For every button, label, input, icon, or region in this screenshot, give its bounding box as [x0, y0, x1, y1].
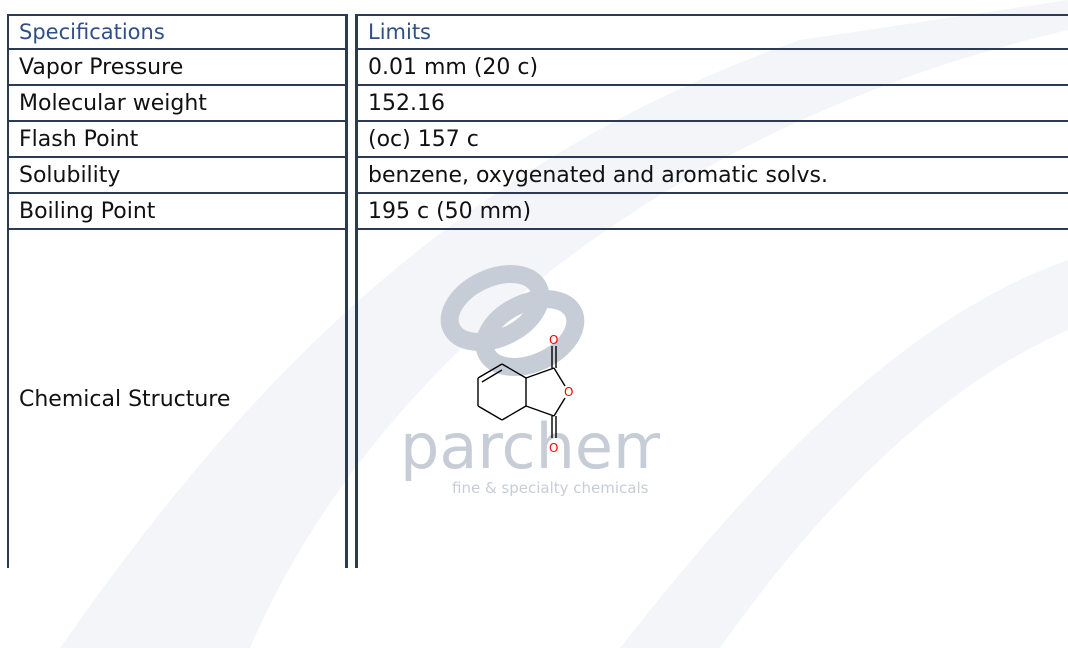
limit-cell: benzene, oxygenated and aromatic solvs. — [357, 158, 1068, 194]
spec-cell: Boiling Point — [7, 194, 346, 230]
spec-cell: Flash Point — [7, 122, 346, 158]
limit-cell: 195 c (50 mm) — [357, 194, 1068, 230]
table-header-row: Specifications Limits — [7, 14, 1068, 50]
table-row: Boiling Point 195 c (50 mm) — [7, 194, 1068, 230]
limit-cell: (oc) 157 c — [357, 122, 1068, 158]
spec-cell: Solubility — [7, 158, 346, 194]
spec-cell: Chemical Structure — [7, 230, 346, 568]
header-limits: Limits — [357, 14, 1068, 50]
table-row: Solubility benzene, oxygenated and aroma… — [7, 158, 1068, 194]
limit-cell: 152.16 — [357, 86, 1068, 122]
structure-row: Chemical Structure parchem fine & specia… — [7, 230, 1068, 568]
molecule-drawing: O O O — [477, 333, 573, 455]
parchem-watermark-logo: parchem fine & specialty chemicals — [400, 265, 660, 497]
oxygen-label-top: O — [549, 333, 558, 347]
chemical-structure-area: parchem fine & specialty chemicals — [358, 230, 1068, 568]
table-row: Flash Point (oc) 157 c — [7, 122, 1068, 158]
table-row: Molecular weight 152.16 — [7, 86, 1068, 122]
oxygen-label-ring: O — [564, 385, 573, 399]
spec-cell: Molecular weight — [7, 86, 346, 122]
spec-cell: Vapor Pressure — [7, 50, 346, 86]
structure-cell: parchem fine & specialty chemicals — [357, 230, 1068, 568]
oxygen-label-bottom: O — [549, 441, 558, 455]
limit-cell: 0.01 mm (20 c) — [357, 50, 1068, 86]
header-specifications: Specifications — [7, 14, 346, 50]
watermark-brand: parchem — [400, 410, 660, 483]
table-row: Vapor Pressure 0.01 mm (20 c) — [7, 50, 1068, 86]
watermark-tagline: fine & specialty chemicals — [452, 479, 649, 497]
specifications-table: Specifications Limits Vapor Pressure 0.0… — [7, 14, 1068, 568]
